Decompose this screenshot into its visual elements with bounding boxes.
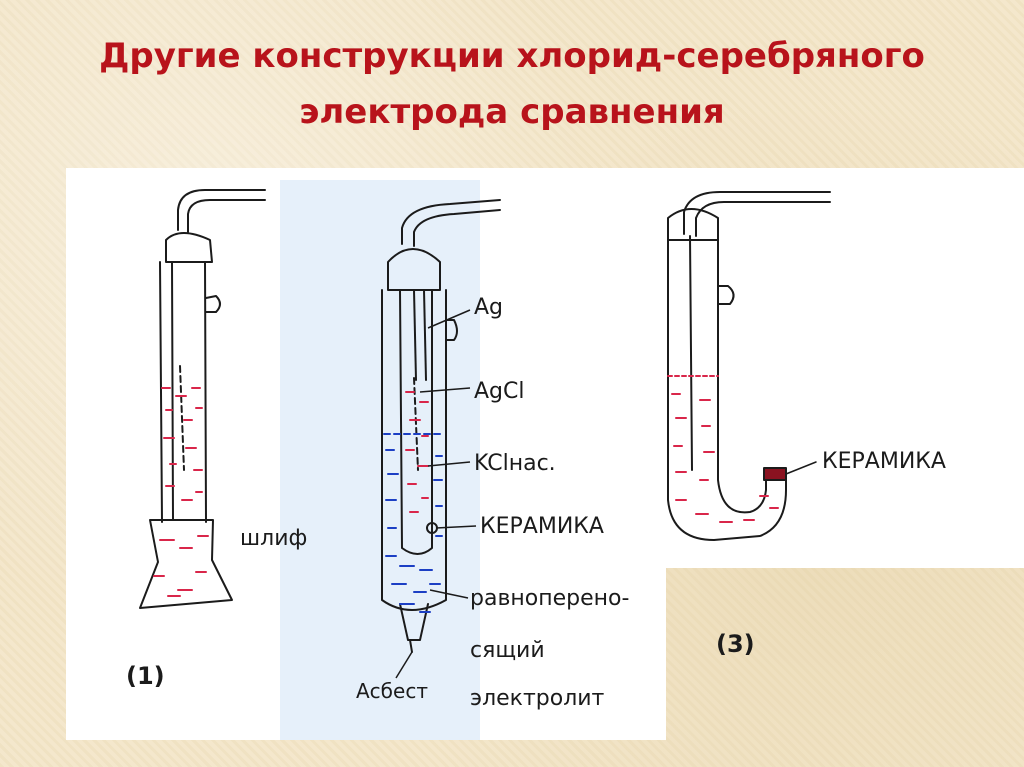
label-asbestos: Асбест — [356, 679, 428, 703]
figure-3-number: (3) — [716, 630, 755, 658]
label-ag: Ag — [474, 295, 503, 320]
label-electrolyte-line-2: сящий — [470, 638, 545, 663]
label-electrolyte-line-3: электролит — [470, 686, 605, 711]
label-kcl: KClнас. — [474, 451, 556, 476]
figure-1-number: (1) — [126, 662, 165, 690]
label-ceramic-2: КЕРАМИКА — [480, 514, 604, 539]
label-electrolyte-line-1: равноперено- — [470, 586, 629, 611]
label-agcl: AgCl — [474, 379, 525, 404]
label-shlif: шлиф — [240, 526, 307, 551]
label-ceramic-3: КЕРАМИКА — [822, 449, 946, 474]
